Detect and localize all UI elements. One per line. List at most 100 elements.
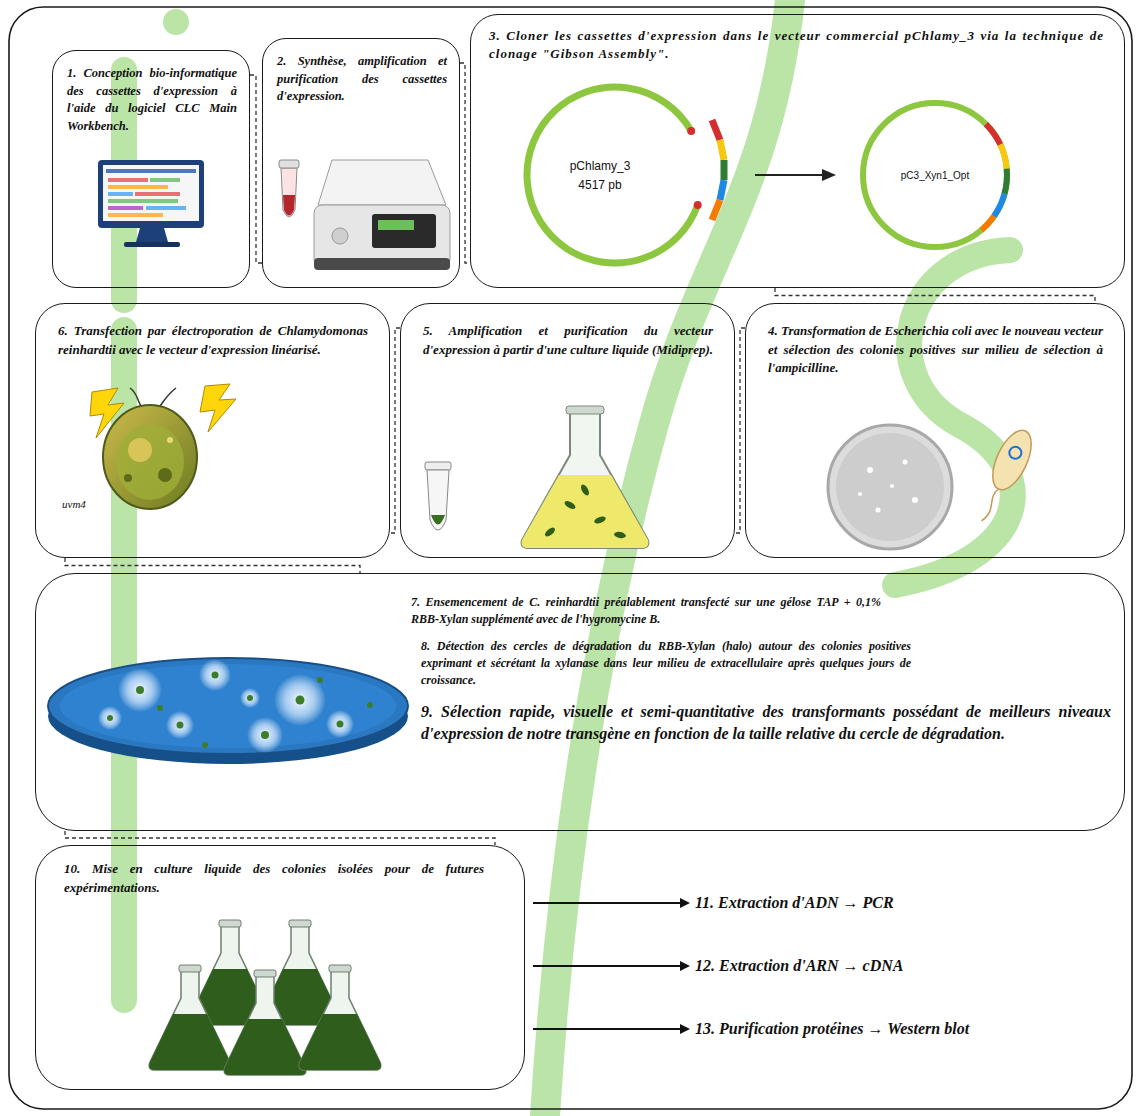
watermark <box>124 0 1013 1116</box>
petri-dish <box>912 497 918 503</box>
chlamydomonas-cell <box>103 388 197 509</box>
colony <box>317 677 323 683</box>
degradation-halo <box>240 688 260 708</box>
analysis-arrow <box>680 898 690 908</box>
step-box: 10. Mise en culture liquide des colonies… <box>35 845 525 1090</box>
thermocycler <box>314 258 450 270</box>
erlenmeyer-flask <box>522 475 649 548</box>
dashed-connector <box>735 328 745 533</box>
colony <box>296 696 305 705</box>
colony <box>157 705 163 711</box>
colony <box>337 721 344 728</box>
analysis-arrow <box>680 1024 690 1034</box>
culture-flasks <box>149 965 231 1070</box>
computer-monitor <box>106 169 196 173</box>
dashed-connector <box>65 558 360 573</box>
computer-monitor <box>136 228 168 242</box>
expression-cassette <box>720 180 724 200</box>
step-box: 3. Cloner les cassettes d'expression dan… <box>470 14 1125 288</box>
step-box: 4. Transformation de Escherichia coli av… <box>745 303 1125 558</box>
e-coli-bacterium <box>981 488 999 522</box>
computer-monitor <box>108 199 178 203</box>
recombinant-plasmid <box>981 216 994 230</box>
pcr-tube <box>279 160 299 168</box>
microtube <box>425 462 451 470</box>
agar-plate <box>48 658 408 754</box>
e-coli-bacterium <box>1007 445 1023 461</box>
petri-dish <box>836 433 944 541</box>
thermocycler <box>372 214 436 248</box>
pcr-tube <box>283 195 295 216</box>
agar-plate <box>48 658 408 764</box>
recombinant-plasmid <box>1000 145 1006 169</box>
recombinant-plasmid <box>863 103 1007 247</box>
analysis-arrow <box>680 961 690 971</box>
dashed-connector <box>775 288 1095 303</box>
analysis-arrow <box>533 1028 681 1030</box>
diagram-label: pC3_Xyn1_Opt <box>893 169 977 182</box>
computer-monitor <box>98 160 204 247</box>
cloning-arrow <box>755 174 822 176</box>
step-text: 8. Détection des cercles de dégradation … <box>421 638 911 689</box>
chlamydomonas-cell <box>130 388 142 408</box>
erlenmeyer-flask <box>522 406 649 548</box>
diagram-label: uvm4 <box>62 497 86 511</box>
watermark <box>545 0 790 1116</box>
plasmid-vector <box>527 87 698 263</box>
degradation-halo <box>274 674 326 726</box>
recombinant-plasmid <box>1005 169 1007 194</box>
culture-flasks <box>224 970 306 1075</box>
computer-monitor <box>108 185 168 189</box>
computer-monitor <box>103 165 199 221</box>
step-box: 2. Synthèse, amplification et purificati… <box>262 38 460 288</box>
cloning-arrow <box>822 169 836 181</box>
e-coli-bacterium <box>970 425 1039 528</box>
recombinant-plasmid <box>986 124 1000 145</box>
degradation-halo <box>199 659 231 691</box>
colony <box>261 731 269 739</box>
degradation-halo <box>326 710 354 738</box>
cloning-arrow <box>755 169 836 181</box>
watermark <box>163 9 189 35</box>
erlenmeyer-flask <box>522 412 649 548</box>
computer-monitor <box>108 178 148 182</box>
e-coli-bacterium <box>970 425 1039 528</box>
plasmid-vector <box>527 87 702 263</box>
chlamydomonas-cell <box>128 438 152 462</box>
diagram-label: 4517 pb <box>555 178 645 193</box>
petri-dish <box>903 460 908 465</box>
dashed-connector <box>65 831 495 845</box>
step-text: 10. Mise en culture liquide des colonies… <box>64 860 484 897</box>
dashed-connector <box>460 63 470 263</box>
dashed-connector <box>250 75 262 263</box>
chlamydomonas-cell <box>116 424 184 500</box>
computer-monitor <box>108 206 143 210</box>
step-box: 5. Amplification et purification du vect… <box>400 303 735 558</box>
erlenmeyer-flask <box>614 531 627 539</box>
diagram-label: 12. Extraction d'ARN → cDNA <box>695 956 903 976</box>
plasmid-vector <box>694 201 702 209</box>
petri-dish <box>828 425 952 549</box>
colony <box>247 695 253 701</box>
step-text: 7. Ensemencement de C. reinhardtii préal… <box>411 594 881 628</box>
chlamydomonas-cell <box>103 405 197 509</box>
erlenmeyer-flask <box>543 526 556 538</box>
petri-dish <box>828 425 952 549</box>
colony <box>202 742 208 748</box>
erlenmeyer-flask <box>566 406 604 414</box>
degradation-halo <box>98 659 354 753</box>
colony <box>107 715 113 721</box>
pcr-tube <box>281 168 297 217</box>
dashed-connector <box>390 328 400 533</box>
erlenmeyer-flask <box>563 499 576 510</box>
degradation-halo <box>166 711 194 739</box>
petri-dish <box>867 467 873 473</box>
computer-monitor <box>108 213 163 217</box>
analysis-arrow <box>533 902 681 904</box>
computer-monitor <box>98 160 204 228</box>
petri-dish <box>876 508 881 513</box>
thermocycler <box>314 160 450 270</box>
expression-cassette <box>712 120 720 140</box>
computer-monitor <box>150 178 180 182</box>
